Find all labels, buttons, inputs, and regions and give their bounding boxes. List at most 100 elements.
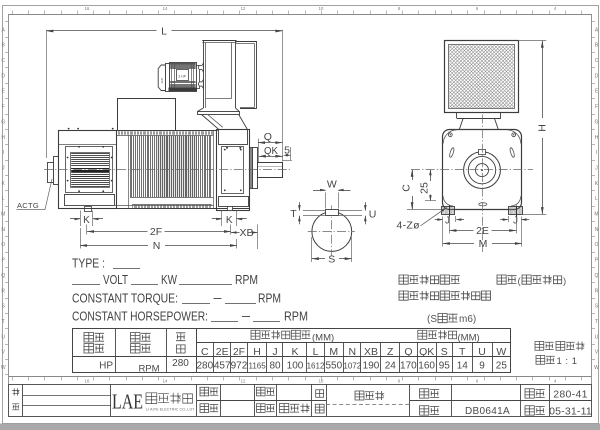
svg-text:XB: XB <box>364 346 378 358</box>
svg-text:3HP: 3HP <box>160 78 164 84</box>
svg-text:B: B <box>595 43 599 49</box>
svg-text:m6): m6) <box>459 314 476 325</box>
svg-text:CONSTANT TORQUE:: CONSTANT TORQUE: <box>72 292 178 306</box>
svg-text:280-41: 280-41 <box>553 388 588 400</box>
svg-text:HP: HP <box>99 361 113 372</box>
svg-text:): ) <box>563 276 566 287</box>
svg-text:J: J <box>2 165 5 171</box>
svg-text:T: T <box>290 208 297 220</box>
svg-text:8: 8 <box>398 379 401 384</box>
svg-text:80: 80 <box>269 360 281 371</box>
svg-text:K: K <box>2 181 6 187</box>
svg-text:05-31-11: 05-31-11 <box>549 405 592 417</box>
svg-text:M: M <box>329 346 338 358</box>
svg-text:280: 280 <box>197 360 214 371</box>
svg-text:2E: 2E <box>216 346 229 358</box>
svg-text:6: 6 <box>476 379 479 384</box>
svg-text:H: H <box>1 135 5 141</box>
svg-text:RPM: RPM <box>284 310 308 324</box>
svg-text:S: S <box>441 346 448 358</box>
svg-text:N: N <box>1 227 5 233</box>
svg-text:H: H <box>253 346 261 358</box>
svg-text:100: 100 <box>287 360 304 371</box>
svg-text:RPM: RPM <box>235 273 258 287</box>
svg-text:K: K <box>595 181 599 187</box>
svg-text:P: P <box>595 258 599 264</box>
svg-text:1072: 1072 <box>343 361 361 370</box>
svg-text:RPM: RPM <box>138 364 159 375</box>
svg-text:F: F <box>2 104 5 110</box>
svg-text:K: K <box>83 215 90 226</box>
svg-text:N: N <box>595 227 599 233</box>
svg-text:L: L <box>313 346 319 358</box>
svg-text:S: S <box>595 304 599 310</box>
svg-text:C: C <box>401 184 413 192</box>
svg-text:T: T <box>2 319 5 325</box>
svg-text:KW: KW <box>161 273 177 287</box>
svg-text:C: C <box>595 58 599 64</box>
svg-text:9: 9 <box>479 360 485 371</box>
svg-text:J: J <box>445 215 450 226</box>
svg-text:O: O <box>595 242 599 248</box>
svg-text:972: 972 <box>231 360 248 371</box>
svg-text:H: H <box>536 124 548 132</box>
svg-text:DB0641A: DB0641A <box>465 406 510 417</box>
svg-text:(: ( <box>518 276 522 287</box>
svg-text:4: 4 <box>554 379 557 384</box>
svg-text:2F: 2F <box>150 226 162 238</box>
svg-text:6: 6 <box>476 6 479 11</box>
svg-text:U: U <box>1 334 5 340</box>
svg-text:H: H <box>595 135 599 141</box>
svg-text:LI AIYE ELECTRIC CO.,LOT: LI AIYE ELECTRIC CO.,LOT <box>146 408 195 412</box>
svg-text:T: T <box>459 346 466 358</box>
svg-text:B: B <box>2 43 6 49</box>
svg-text:A: A <box>2 27 6 33</box>
svg-text:I: I <box>596 150 597 156</box>
svg-text:457: 457 <box>214 360 231 371</box>
svg-text:16: 16 <box>85 6 90 11</box>
svg-text:14: 14 <box>163 6 168 11</box>
svg-text:10: 10 <box>319 379 324 384</box>
svg-text:RPM: RPM <box>258 292 281 306</box>
svg-text:8: 8 <box>398 6 401 11</box>
svg-text:U: U <box>369 208 377 220</box>
svg-text:A: A <box>595 27 599 33</box>
svg-text:4-Zø: 4-Zø <box>397 219 421 231</box>
svg-text:12: 12 <box>241 379 246 384</box>
svg-text:Q: Q <box>404 346 412 358</box>
svg-text:(MM): (MM) <box>458 332 480 343</box>
svg-text:4: 4 <box>554 6 557 11</box>
svg-text:25: 25 <box>419 182 431 194</box>
svg-text:W: W <box>1 365 6 371</box>
svg-text:E: E <box>595 89 599 95</box>
svg-text:C: C <box>201 346 209 358</box>
svg-text:95: 95 <box>439 360 451 371</box>
svg-text:W: W <box>327 179 337 191</box>
svg-text:J: J <box>513 215 518 226</box>
svg-text:K: K <box>291 346 298 358</box>
svg-text:U: U <box>478 346 486 358</box>
svg-text:Q: Q <box>1 273 5 279</box>
svg-text:V: V <box>595 350 599 356</box>
svg-text:M: M <box>479 238 488 250</box>
svg-text:QK: QK <box>264 145 278 157</box>
svg-text:J: J <box>595 165 598 171</box>
svg-text:S: S <box>328 254 335 266</box>
svg-text:5: 5 <box>284 144 290 156</box>
svg-text:14: 14 <box>457 360 469 371</box>
svg-text:3 HP: 3 HP <box>178 75 187 79</box>
svg-text:D: D <box>595 73 599 79</box>
svg-text:R: R <box>1 288 5 294</box>
svg-text:12: 12 <box>241 6 246 11</box>
svg-text:M: M <box>594 212 598 218</box>
svg-text:F: F <box>595 104 598 110</box>
svg-text:CONSTANT HORSEPOWER:: CONSTANT HORSEPOWER: <box>72 310 208 324</box>
svg-text:Q: Q <box>264 131 272 143</box>
svg-text:J: J <box>272 346 277 358</box>
svg-text:190: 190 <box>363 360 380 371</box>
svg-text:170: 170 <box>400 360 417 371</box>
svg-text:(S: (S <box>427 314 437 325</box>
svg-text:P: P <box>2 258 6 264</box>
svg-text:280: 280 <box>172 358 189 369</box>
svg-text:D: D <box>1 73 5 79</box>
